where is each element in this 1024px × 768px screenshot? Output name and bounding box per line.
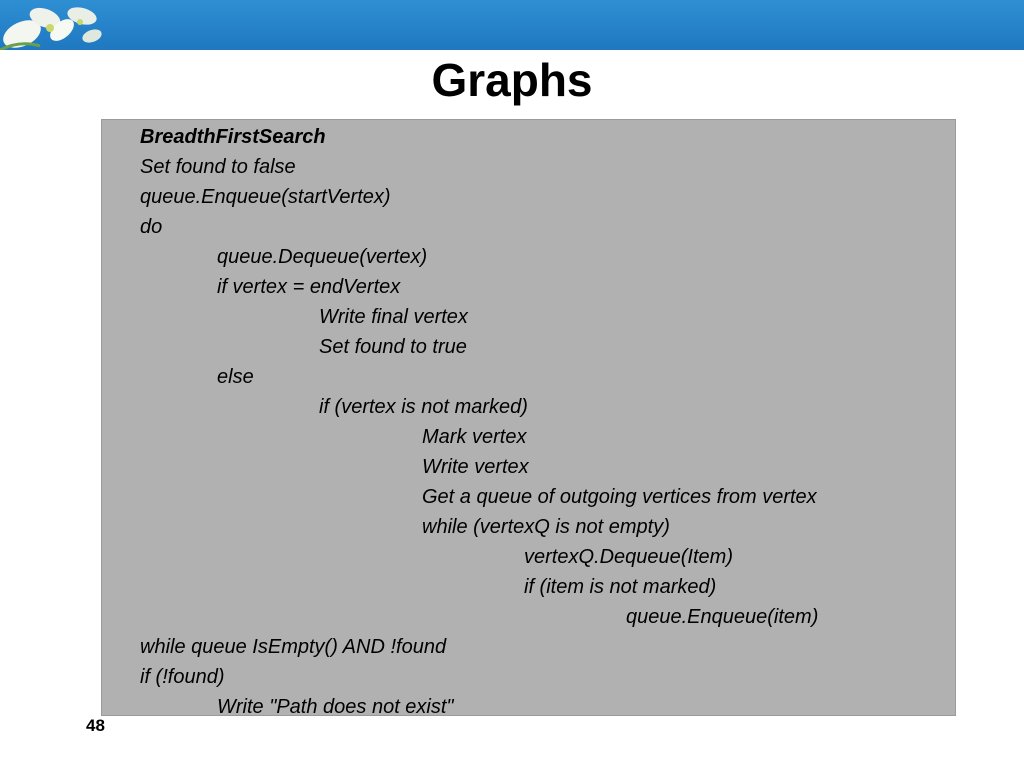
page-number: 48: [86, 716, 105, 735]
code-line: if (item is not marked): [524, 576, 717, 598]
pseudocode-box: BreadthFirstSearch Set found to false qu…: [101, 119, 956, 718]
code-line: Set found to true: [319, 336, 467, 358]
code-line: Write vertex: [422, 456, 529, 478]
code-line: Write "Path does not exist": [217, 696, 454, 718]
code-line: queue.Enqueue(startVertex): [140, 186, 391, 208]
code-line: if (vertex is not marked): [319, 396, 528, 418]
code-line: vertexQ.Dequeue(Item): [524, 546, 733, 568]
code-line: if vertex = endVertex: [217, 276, 401, 298]
code-line: Mark vertex: [422, 426, 527, 448]
code-line: Get a queue of outgoing vertices from ve…: [422, 486, 817, 508]
code-line: while (vertexQ is not empty): [422, 516, 670, 538]
slide-title: Graphs: [431, 54, 593, 106]
flower-icon: [0, 7, 102, 50]
code-line: Write final vertex: [319, 306, 468, 328]
code-line: Set found to false: [140, 156, 296, 178]
code-line: while queue IsEmpty() AND !found: [140, 636, 447, 658]
code-line: do: [140, 216, 163, 238]
code-line: BreadthFirstSearch: [140, 126, 326, 148]
top-banner: [0, 0, 1024, 50]
code-line: if (!found): [140, 666, 225, 688]
code-line: queue.Enqueue(item): [626, 606, 819, 628]
code-line: else: [217, 366, 254, 388]
code-line: queue.Dequeue(vertex): [217, 246, 428, 268]
